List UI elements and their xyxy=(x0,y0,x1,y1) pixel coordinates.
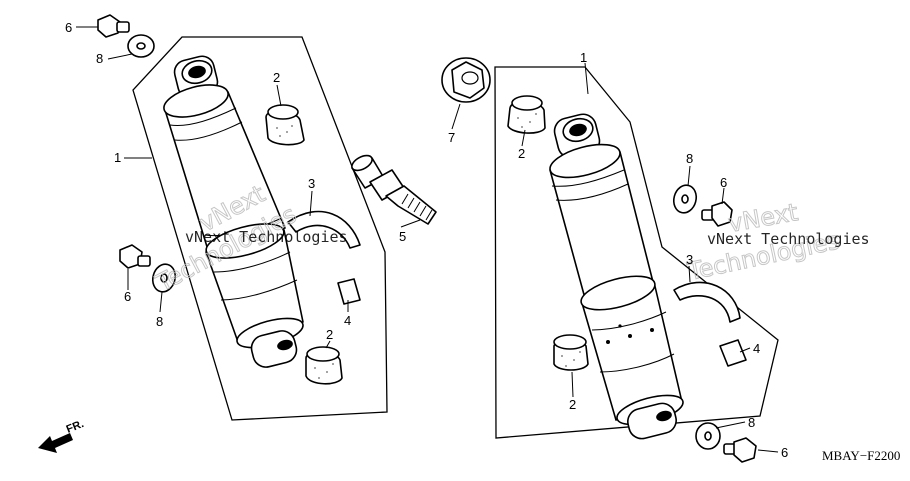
callout-right-2-bottom: 2 xyxy=(569,397,576,412)
left-shock-absorber xyxy=(163,55,304,368)
left-bushing-bottom xyxy=(305,346,343,385)
callout-right-1: 1 xyxy=(580,50,587,65)
callout-left-6-top: 6 xyxy=(65,20,72,35)
callout-right-6-mid: 6 xyxy=(720,175,727,190)
front-direction-arrow: FR. xyxy=(38,418,86,453)
callout-right-2-top: 2 xyxy=(518,146,525,161)
left-arc-washer xyxy=(287,210,361,249)
callout-left-4: 4 xyxy=(344,313,351,328)
callout-right-8-bottom: 8 xyxy=(748,415,755,430)
stud-bolt xyxy=(351,154,437,225)
left-leader-lines xyxy=(76,26,421,349)
callout-left-2-bottom: 2 xyxy=(326,327,333,342)
watermark-left-text: vNext Technologies xyxy=(185,228,348,246)
right-bushing-bottom xyxy=(553,334,589,371)
left-bolt-mid xyxy=(119,244,151,269)
callout-left-6-mid: 6 xyxy=(124,289,131,304)
callout-left-3: 3 xyxy=(308,176,315,191)
callout-right-7: 7 xyxy=(448,130,455,145)
right-arc-washer xyxy=(673,281,741,323)
callout-right-4: 4 xyxy=(753,341,760,356)
right-shock-absorber xyxy=(549,113,684,440)
right-bolt-bottom xyxy=(723,437,757,463)
left-assembly-outline xyxy=(132,36,388,421)
left-sticker xyxy=(337,278,361,305)
flange-nut xyxy=(441,57,491,103)
right-leader-lines xyxy=(451,62,779,453)
left-bolt-top xyxy=(97,14,130,38)
callout-left-5: 5 xyxy=(399,229,406,244)
callout-right-8-mid: 8 xyxy=(686,151,693,166)
callout-left-8-top: 8 xyxy=(96,51,103,66)
callout-right-3: 3 xyxy=(686,252,693,267)
right-bolt-mid xyxy=(701,201,733,227)
front-direction-label: FR. xyxy=(65,418,86,436)
left-bushing-top xyxy=(265,104,305,146)
right-bushing-top xyxy=(507,95,546,134)
right-sticker xyxy=(719,339,747,367)
callout-left-2-top: 2 xyxy=(273,70,280,85)
callout-left-1: 1 xyxy=(114,150,121,165)
callout-right-6-bottom: 6 xyxy=(781,445,788,460)
callout-left-8-mid: 8 xyxy=(156,314,163,329)
diagram-code: MBAY−F2200 xyxy=(822,448,900,463)
watermark-right-text: vNext Technologies xyxy=(707,230,870,248)
